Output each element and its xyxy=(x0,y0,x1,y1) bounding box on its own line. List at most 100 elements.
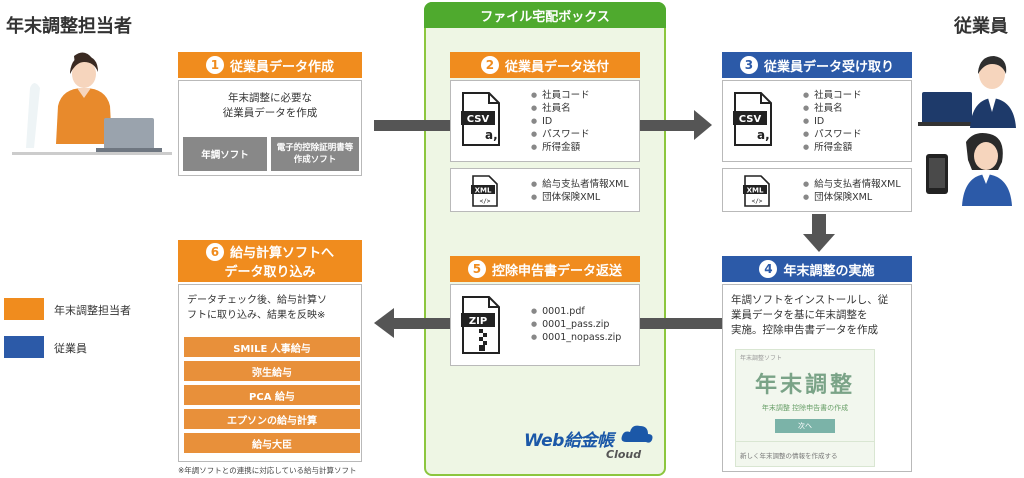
list-item: 団体保険XML xyxy=(531,191,629,204)
xml-file-icon: XML </> xyxy=(743,175,770,207)
list-item: 社員コード xyxy=(803,89,862,102)
nenchou-app-screenshot: 年末調整ソフト 年末調整 年末調整 控除申告書の作成 次へ 新しく年末調整の情報… xyxy=(735,349,875,467)
step4-title: 年末調整の実施 xyxy=(783,263,875,279)
employee-female-illustration xyxy=(926,133,1012,206)
software-item-kyuyo-daijin: 給与大臣 xyxy=(184,433,360,453)
web-kyukincho-logo: Web給金帳 Cloud xyxy=(524,422,654,466)
step2-csv-panel: CSV a, 社員コード 社員名 ID パスワード 所得金額 xyxy=(450,80,640,162)
step2-csv-label: CSV xyxy=(467,114,490,125)
step3-number: 3 xyxy=(739,56,758,74)
software-item-epson: エプソンの給与計算 xyxy=(184,409,360,429)
step3-items-list: 社員コード 社員名 ID パスワード 所得金額 xyxy=(803,89,862,154)
step6-header: 6 給与計算ソフトへ データ取り込み xyxy=(178,240,362,282)
arrow-head-right-icon xyxy=(694,110,712,140)
legend-swatch-employee xyxy=(4,336,44,358)
screen-mid-text: 年末調整 控除申告書の作成 xyxy=(761,404,849,412)
step1-panel: 年末調整に必要な 従業員データを作成 年調ソフト 電子的控除証明書等 作成ソフト xyxy=(178,80,362,176)
logo-sub-text: Cloud xyxy=(606,448,642,461)
list-item: 所得金額 xyxy=(531,141,590,154)
logo-main-text: Web給金帳 xyxy=(524,431,614,451)
digital-certificate-soft-button: 電子的控除証明書等 作成ソフト xyxy=(271,137,359,171)
step3-header: 3 従業員データ受け取り xyxy=(722,52,912,78)
step5-zip-label: ZIP xyxy=(469,316,487,327)
legend-label-admin: 年末調整担当者 xyxy=(54,304,131,317)
screen-bottom-text: 新しく年末調整の情報を作成する xyxy=(736,441,874,460)
step6-title-line2: データ取り込み xyxy=(224,265,316,280)
legend-label-employee: 従業員 xyxy=(54,342,87,355)
step5-items-list: 0001.pdf 0001_pass.zip 0001_nopass.zip xyxy=(531,305,621,344)
list-item: 社員名 xyxy=(531,102,590,115)
role-title-admin: 年末調整担当者 xyxy=(6,16,132,37)
list-item: 給与支払者情報XML xyxy=(803,178,901,191)
arrow-step3-to-step4 xyxy=(812,214,826,236)
list-item: 0001_pass.zip xyxy=(531,318,621,331)
step2-xml-list: 給与支払者情報XML 団体保険XML xyxy=(531,178,629,204)
screen-next-button: 次へ xyxy=(775,419,835,433)
step6-footnote: ※年調ソフトとの連携に対応している給与計算ソフト xyxy=(178,466,357,475)
list-item: 社員コード xyxy=(531,89,590,102)
software-item-smile: SMILE 人事給与 xyxy=(184,337,360,357)
list-item: パスワード xyxy=(531,128,590,141)
legend-swatch-admin xyxy=(4,298,44,320)
step5-header: 5 控除申告書データ返送 xyxy=(450,256,640,282)
step3-csv-label: CSV xyxy=(739,114,762,125)
step5-number: 5 xyxy=(467,260,486,278)
step3-xml-label: XML xyxy=(747,187,764,195)
digital-cert-line1: 電子的控除証明書等 xyxy=(276,143,354,153)
svg-text:a,: a, xyxy=(757,128,770,142)
arrow-step4-to-step5 xyxy=(640,318,722,329)
software-item-yayoi: 弥生給与 xyxy=(184,361,360,381)
list-item: 0001.pdf xyxy=(531,305,621,318)
step1-desc-line2: 従業員データを作成 xyxy=(222,107,318,119)
csv-file-icon: CSV a, xyxy=(461,92,500,146)
step1-desc-line1: 年末調整に必要な xyxy=(228,92,312,104)
list-item: 所得金額 xyxy=(803,141,862,154)
screen-top-text: 年末調整ソフト xyxy=(740,355,783,362)
zip-file-icon: ZIP xyxy=(461,296,500,354)
screen-big-title: 年末調整 xyxy=(754,373,855,398)
list-item: 給与支払者情報XML xyxy=(531,178,629,191)
step6-desc-line1: データチェック後、給与計算ソ xyxy=(187,295,327,306)
step2-number: 2 xyxy=(480,56,499,74)
list-item: 0001_nopass.zip xyxy=(531,331,621,344)
list-item: ID xyxy=(531,115,590,128)
step1-number: 1 xyxy=(205,56,224,74)
admin-person-illustration xyxy=(12,52,172,155)
list-item: 団体保険XML xyxy=(803,191,901,204)
cloud-icon xyxy=(621,425,653,443)
step2-title: 従業員データ送付 xyxy=(504,59,609,75)
step5-title: 控除申告書データ返送 xyxy=(491,263,622,279)
list-item: 社員名 xyxy=(803,102,862,115)
file-delivery-box-title: ファイル宅配ボックス xyxy=(424,2,666,28)
svg-text:</>: </> xyxy=(752,198,763,205)
list-item: ID xyxy=(803,115,862,128)
step2-items-list: 社員コード 社員名 ID パスワード 所得金額 xyxy=(531,89,590,154)
software-item-pca: PCA 給与 xyxy=(184,385,360,405)
xml-file-icon: XML </> xyxy=(471,175,498,207)
step4-panel: 年調ソフトをインストールし、従 業員データを基に年末調整を 実施。控除申告書デー… xyxy=(722,284,912,472)
step5-panel: ZIP 0001.pdf 0001_pass.zip 0001_nopass.z… xyxy=(450,284,640,366)
step4-header: 4 年末調整の実施 xyxy=(722,256,912,282)
nenchou-soft-button: 年調ソフト xyxy=(183,137,267,171)
step3-xml-list: 給与支払者情報XML 団体保険XML xyxy=(803,178,901,204)
step1-title: 従業員データ作成 xyxy=(229,59,334,75)
digital-cert-line2: 作成ソフト xyxy=(293,155,337,165)
arrow-step5-to-step6 xyxy=(392,318,450,329)
step3-xml-panel: XML </> 給与支払者情報XML 団体保険XML xyxy=(722,168,912,212)
step6-title-line1: 給与計算ソフトへ xyxy=(229,246,334,261)
svg-text:</>: </> xyxy=(480,198,491,205)
arrow-head-down-icon xyxy=(803,234,835,252)
arrow-step1-to-step2 xyxy=(374,120,454,131)
step4-desc-line3: 実施。控除申告書データを作成 xyxy=(731,324,878,336)
employee-male-illustration xyxy=(918,56,1016,128)
step6-desc-line2: フトに取り込み、結果を反映※ xyxy=(187,310,326,321)
step3-csv-panel: CSV a, 社員コード 社員名 ID パスワード 所得金額 xyxy=(722,80,912,162)
list-item: パスワード xyxy=(803,128,862,141)
csv-file-icon: CSV a, xyxy=(733,92,772,146)
step2-xml-panel: XML </> 給与支払者情報XML 団体保険XML xyxy=(450,168,640,212)
step4-desc-line1: 年調ソフトをインストールし、従 xyxy=(731,294,889,306)
step1-header: 1 従業員データ作成 xyxy=(178,52,362,78)
step4-desc-line2: 業員データを基に年末調整を xyxy=(731,309,868,321)
step2-header: 2 従業員データ送付 xyxy=(450,52,640,78)
step3-title: 従業員データ受け取り xyxy=(763,59,894,75)
